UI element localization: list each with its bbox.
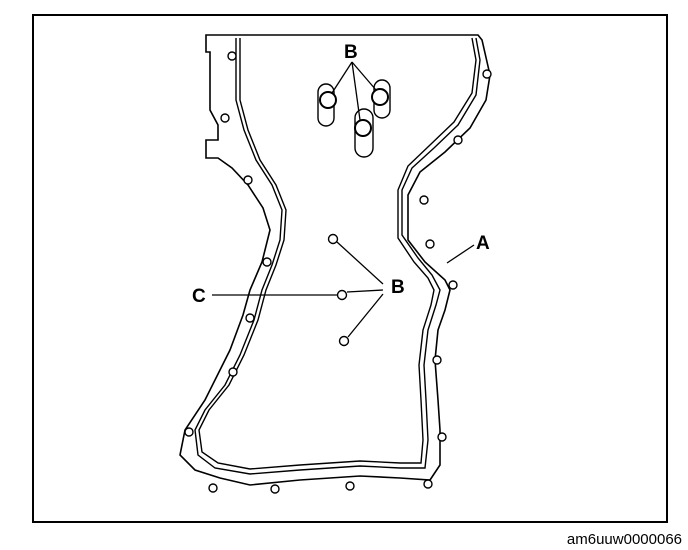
label-b-top: B xyxy=(344,42,358,63)
bolt-hole xyxy=(419,195,429,205)
bolt-hole xyxy=(345,481,355,491)
bolt-hole xyxy=(220,113,230,123)
leader-line-a xyxy=(446,244,475,264)
gasket-line-b xyxy=(198,37,477,470)
label-a: A xyxy=(476,233,490,254)
bolt-hole xyxy=(184,427,194,437)
bolt-hole xyxy=(243,175,253,185)
bolt-hole xyxy=(228,367,238,377)
diagram-frame xyxy=(32,14,668,523)
bolt-hole xyxy=(425,239,435,249)
sealant-point-b5 xyxy=(336,289,348,301)
gasket-line-a xyxy=(194,37,481,475)
upper-bosses xyxy=(317,79,391,158)
bolt-hole xyxy=(482,69,492,79)
label-b-middle: B xyxy=(391,277,405,298)
leader-lines-top-b xyxy=(331,61,377,121)
sealant-point-b1 xyxy=(319,91,337,109)
bolt-hole xyxy=(423,479,433,489)
bolt-hole xyxy=(432,355,442,365)
perimeter-bolt-holes xyxy=(184,51,492,494)
leader-lines-mid-b xyxy=(336,241,384,338)
bolt-hole xyxy=(208,483,218,493)
center-sealant-points xyxy=(327,233,350,347)
bolt-hole xyxy=(453,135,463,145)
bolt-hole xyxy=(270,484,280,494)
bolt-hole xyxy=(262,257,272,267)
bolt-hole xyxy=(437,432,447,442)
bolt-hole xyxy=(245,313,255,323)
sealant-point-b6 xyxy=(338,335,350,347)
bolt-hole xyxy=(227,51,237,61)
label-c: C xyxy=(192,286,206,307)
sealant-point-b2 xyxy=(371,88,389,106)
figure-id: am6uuw0000066 xyxy=(566,531,682,548)
cover-outline-outer xyxy=(179,34,491,486)
bolt-hole xyxy=(448,280,458,290)
sealant-point-b4 xyxy=(327,233,339,245)
sealant-point-b3 xyxy=(354,119,372,137)
